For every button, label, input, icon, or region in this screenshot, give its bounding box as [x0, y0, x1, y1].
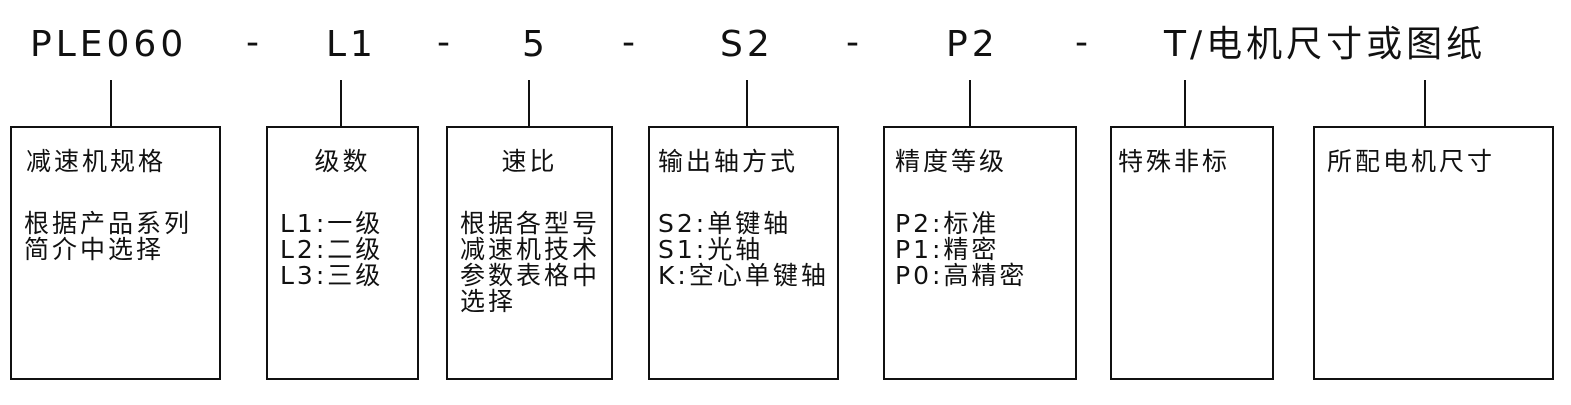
- box-reducer-spec: 减速机规格 根据产品系列简介中选择: [10, 126, 221, 380]
- box-line: 根据产品系列简介中选择: [24, 209, 193, 264]
- separator: -: [246, 22, 259, 63]
- box-line: L3:三级: [280, 261, 384, 290]
- code-part-precision: P2: [946, 24, 999, 65]
- code-part-motor: T/电机尺寸或图纸: [1164, 24, 1487, 65]
- separator: -: [1075, 22, 1088, 63]
- box-body: P2:标准 P1:精密 P0:高精密: [895, 211, 1067, 289]
- box-line: 根据各型号减速机技术参数表格中选择: [460, 209, 601, 316]
- separator: -: [846, 22, 859, 63]
- box-body: L1:一级 L2:二级 L3:三级: [280, 211, 409, 289]
- separator: -: [622, 22, 635, 63]
- box-special: 特殊非标: [1110, 126, 1274, 380]
- box-line: P1:精密: [895, 235, 1000, 264]
- connector-line: [969, 80, 971, 126]
- box-body: 根据各型号减速机技术参数表格中选择: [460, 211, 600, 315]
- box-title: 特殊非标: [1118, 147, 1231, 176]
- box-body: S2:单键轴 S1:光轴 K:空心单键轴: [658, 211, 833, 289]
- connector-line: [746, 80, 748, 126]
- box-line: L1:一级: [280, 209, 384, 238]
- connector-line: [528, 80, 530, 126]
- box-motor-size: 所配电机尺寸: [1313, 126, 1554, 380]
- box-line: P2:标准: [895, 209, 1000, 238]
- box-line: P0:高精密: [895, 261, 1028, 290]
- box-line: L2:二级: [280, 235, 384, 264]
- code-part-model: PLE060: [30, 24, 188, 65]
- box-stage-count: 级数 L1:一级 L2:二级 L3:三级: [266, 126, 419, 380]
- box-title: 所配电机尺寸: [1327, 147, 1496, 176]
- box-output-shaft: 输出轴方式 S2:单键轴 S1:光轴 K:空心单键轴: [648, 126, 839, 380]
- connector-line: [1184, 80, 1186, 126]
- connector-line: [110, 80, 112, 126]
- box-title: 速比: [501, 147, 558, 176]
- code-part-ratio: 5: [522, 24, 549, 65]
- box-line: S1:光轴: [658, 235, 764, 264]
- connector-line: [340, 80, 342, 126]
- box-ratio: 速比 根据各型号减速机技术参数表格中选择: [446, 126, 613, 380]
- box-title: 精度等级: [895, 147, 1008, 176]
- box-precision: 精度等级 P2:标准 P1:精密 P0:高精密: [883, 126, 1077, 380]
- box-title: 级数: [314, 147, 371, 176]
- code-part-shaft: S2: [720, 24, 774, 65]
- box-title: 减速机规格: [26, 147, 167, 176]
- connector-line: [1424, 80, 1426, 126]
- code-part-stage: L1: [326, 24, 377, 65]
- box-title: 输出轴方式: [658, 147, 799, 176]
- separator: -: [437, 22, 450, 63]
- box-line: S2:单键轴: [658, 209, 792, 238]
- box-line: K:空心单键轴: [658, 261, 829, 290]
- box-body: 根据产品系列简介中选择: [24, 211, 202, 263]
